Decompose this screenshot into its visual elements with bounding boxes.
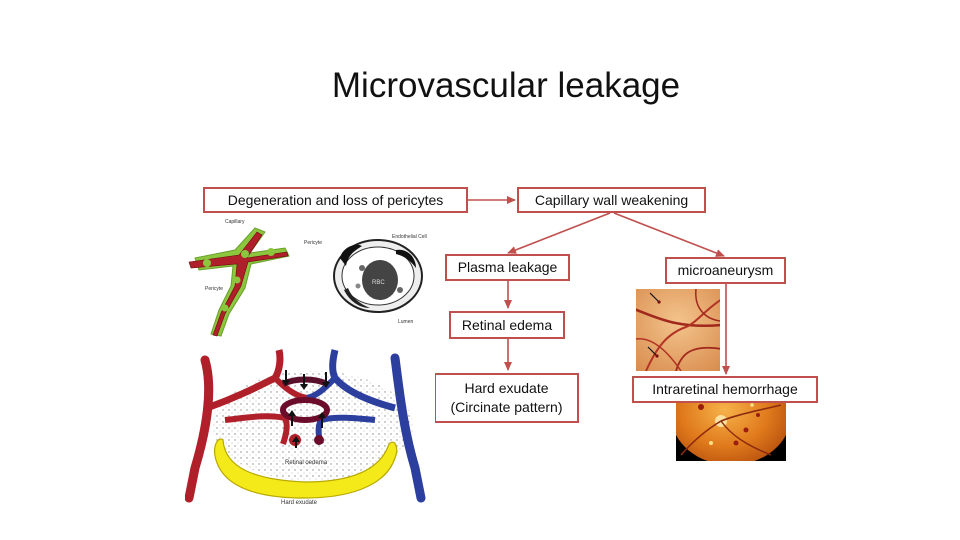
endothelial-cell-label: Endothelial Cell <box>392 234 427 240</box>
intraretinal-hemorrhage-label: Intraretinal hemorrhage <box>652 380 798 399</box>
plasma-leakage-label: Plasma leakage <box>458 258 558 277</box>
microaneurysm-label: microaneurysm <box>678 261 774 280</box>
box-retinal-edema: Retinal edema <box>449 311 565 339</box>
capillary-weakening-label: Capillary wall weakening <box>535 191 688 210</box>
capillary-label: Capillary <box>225 219 245 225</box>
box-degeneration: Degeneration and loss of pericytes <box>203 187 468 213</box>
hard-exudate-illus-label: Hard exudate <box>281 500 318 506</box>
box-intraretinal-hemorrhage: Intraretinal hemorrhage <box>632 376 818 403</box>
retinal-edema-illustration: Retinal oedema Hard exudate <box>185 348 435 508</box>
arrow-weakening-to-plasma <box>508 213 610 253</box>
box-capillary-weakening: Capillary wall weakening <box>517 187 706 213</box>
retinal-oedema-label: Retinal oedema <box>285 460 328 466</box>
retinal-edema-label: Retinal edema <box>462 316 552 335</box>
microaneurysm-fundus-photo <box>636 289 720 371</box>
lumen-label: Lumen <box>398 319 414 325</box>
capillary-cross-section-illustration: RBC Pericyte Endothelial Cell Lumen <box>300 228 430 328</box>
box-plasma-leakage: Plasma leakage <box>445 254 570 281</box>
pericyte-label: Pericyte <box>205 286 223 292</box>
rbc-label: RBC <box>372 280 385 286</box>
capillary-pericyte-illustration: Capillary Pericyte <box>185 218 305 338</box>
hard-exudate-line2: (Circinate pattern) <box>450 398 562 417</box>
box-hard-exudate: Hard exudate (Circinate pattern) <box>434 373 579 423</box>
hard-exudate-line1: Hard exudate <box>464 379 548 398</box>
degeneration-label: Degeneration and loss of pericytes <box>228 191 444 210</box>
arrow-weakening-to-microaneurysm <box>614 213 724 256</box>
box-microaneurysm: microaneurysm <box>665 257 786 284</box>
cross-pericyte-label: Pericyte <box>304 240 322 246</box>
